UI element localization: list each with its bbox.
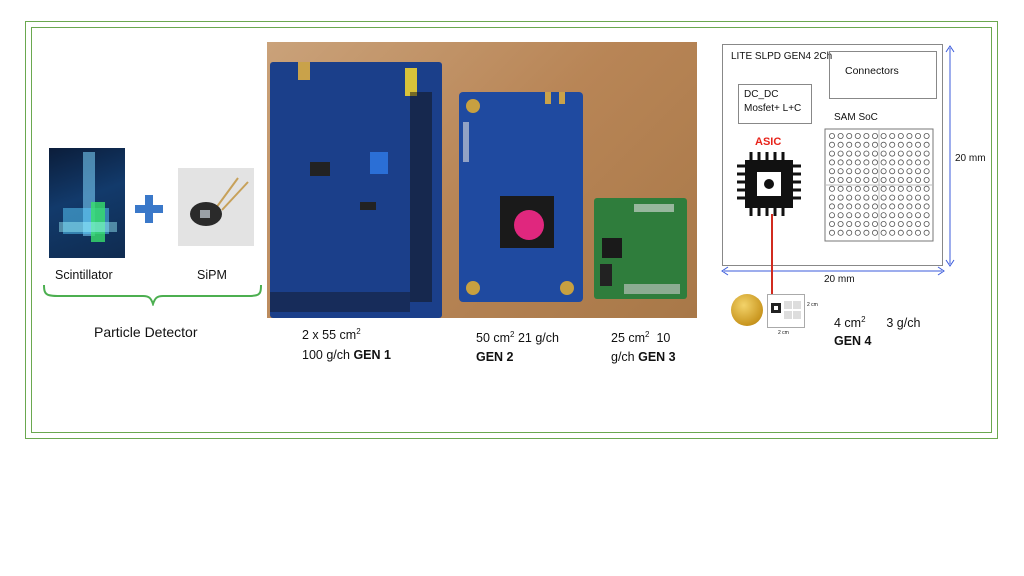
gen1-weight: 100 g/ch GEN 1 xyxy=(302,348,391,362)
mini-side-dim: 2 cm xyxy=(807,302,818,308)
gen1-size: 2 x 55 cm2 xyxy=(302,327,361,343)
euro-coin-image xyxy=(731,294,763,326)
connectors-label: Connectors xyxy=(845,65,899,77)
scintillator-photo xyxy=(49,148,125,258)
mini-bottom-dim: 2 cm xyxy=(778,330,789,336)
height-dimension-line xyxy=(944,44,956,273)
dcdc-box xyxy=(738,84,812,124)
inner-frame xyxy=(31,27,992,433)
height-dimension-label: 20 mm xyxy=(955,153,986,164)
gen4-name: GEN 4 xyxy=(834,334,872,348)
connectors-box xyxy=(829,51,937,99)
gen2-chip-marker xyxy=(514,210,544,240)
sipm-photo xyxy=(178,168,254,246)
plus-icon xyxy=(133,193,165,225)
gen4-spec: 4 cm2 3 g/ch xyxy=(834,315,921,331)
width-dimension-line xyxy=(720,264,946,282)
gen4-module-miniature xyxy=(767,294,805,328)
gen3-spec: 25 cm2 10 xyxy=(611,330,671,346)
gen1-board xyxy=(270,62,442,318)
gen2-spec: 50 cm2 21 g/ch xyxy=(476,330,559,346)
schematic-title: LITE SLPD GEN4 2Ch xyxy=(731,51,833,62)
gen3-weight: g/ch GEN 3 xyxy=(611,350,676,364)
sam-soc-label: SAM SoC xyxy=(834,112,878,123)
dcdc-label: DC_DC xyxy=(744,89,779,100)
particle-detector-label: Particle Detector xyxy=(94,324,198,340)
outer-frame xyxy=(25,21,998,439)
asic-chip-icon xyxy=(735,150,803,223)
sam-soc-bga xyxy=(824,128,934,247)
detector-brace xyxy=(43,284,263,311)
asic-label: ASIC xyxy=(755,136,782,148)
mosfet-label: Mosfet+ L+C xyxy=(744,103,802,114)
width-dimension-label: 20 mm xyxy=(824,274,855,285)
gen3-board xyxy=(594,198,687,299)
scintillator-label: Scintillator xyxy=(55,268,113,282)
gen2-name: GEN 2 xyxy=(476,350,514,364)
sipm-label: SiPM xyxy=(197,268,227,282)
